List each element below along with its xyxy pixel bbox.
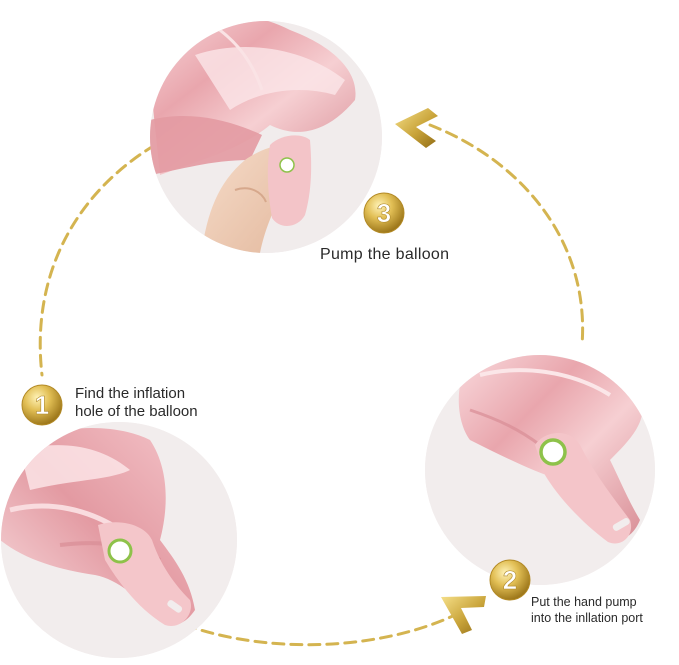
- step3-badge: 3: [363, 192, 405, 234]
- step1-badge: 1: [21, 384, 63, 426]
- arrow-to-step2-icon: [441, 596, 486, 634]
- step1-number: 1: [35, 390, 49, 420]
- step3-number: 3: [377, 198, 391, 228]
- arrow-to-step3-icon: [395, 108, 438, 148]
- cycle-path: [38, 123, 585, 647]
- step2-caption-line: into the inllation port: [531, 611, 643, 626]
- step1-caption-line: hole of the balloon: [75, 403, 198, 420]
- step2-caption-line: Put the hand pump: [531, 595, 637, 609]
- step2-badge: 2: [489, 559, 531, 601]
- step3-caption: Pump the balloon: [320, 245, 449, 264]
- dash-arc-left: [38, 143, 157, 377]
- step1-caption-line: Find the inflation: [75, 385, 186, 402]
- step2-number: 2: [503, 565, 517, 595]
- step3-caption-line: Pump the balloon: [320, 246, 450, 263]
- dash-arc-bottom: [183, 613, 457, 647]
- step2-caption: Put the hand pump into the inllation por…: [531, 594, 677, 627]
- step1-photo: [1, 422, 237, 658]
- step2-photo: [425, 355, 655, 585]
- step3-photo: [150, 21, 382, 253]
- dash-arc-right: [428, 123, 585, 347]
- step1-caption: Find the inflation hole of the balloon: [75, 385, 245, 421]
